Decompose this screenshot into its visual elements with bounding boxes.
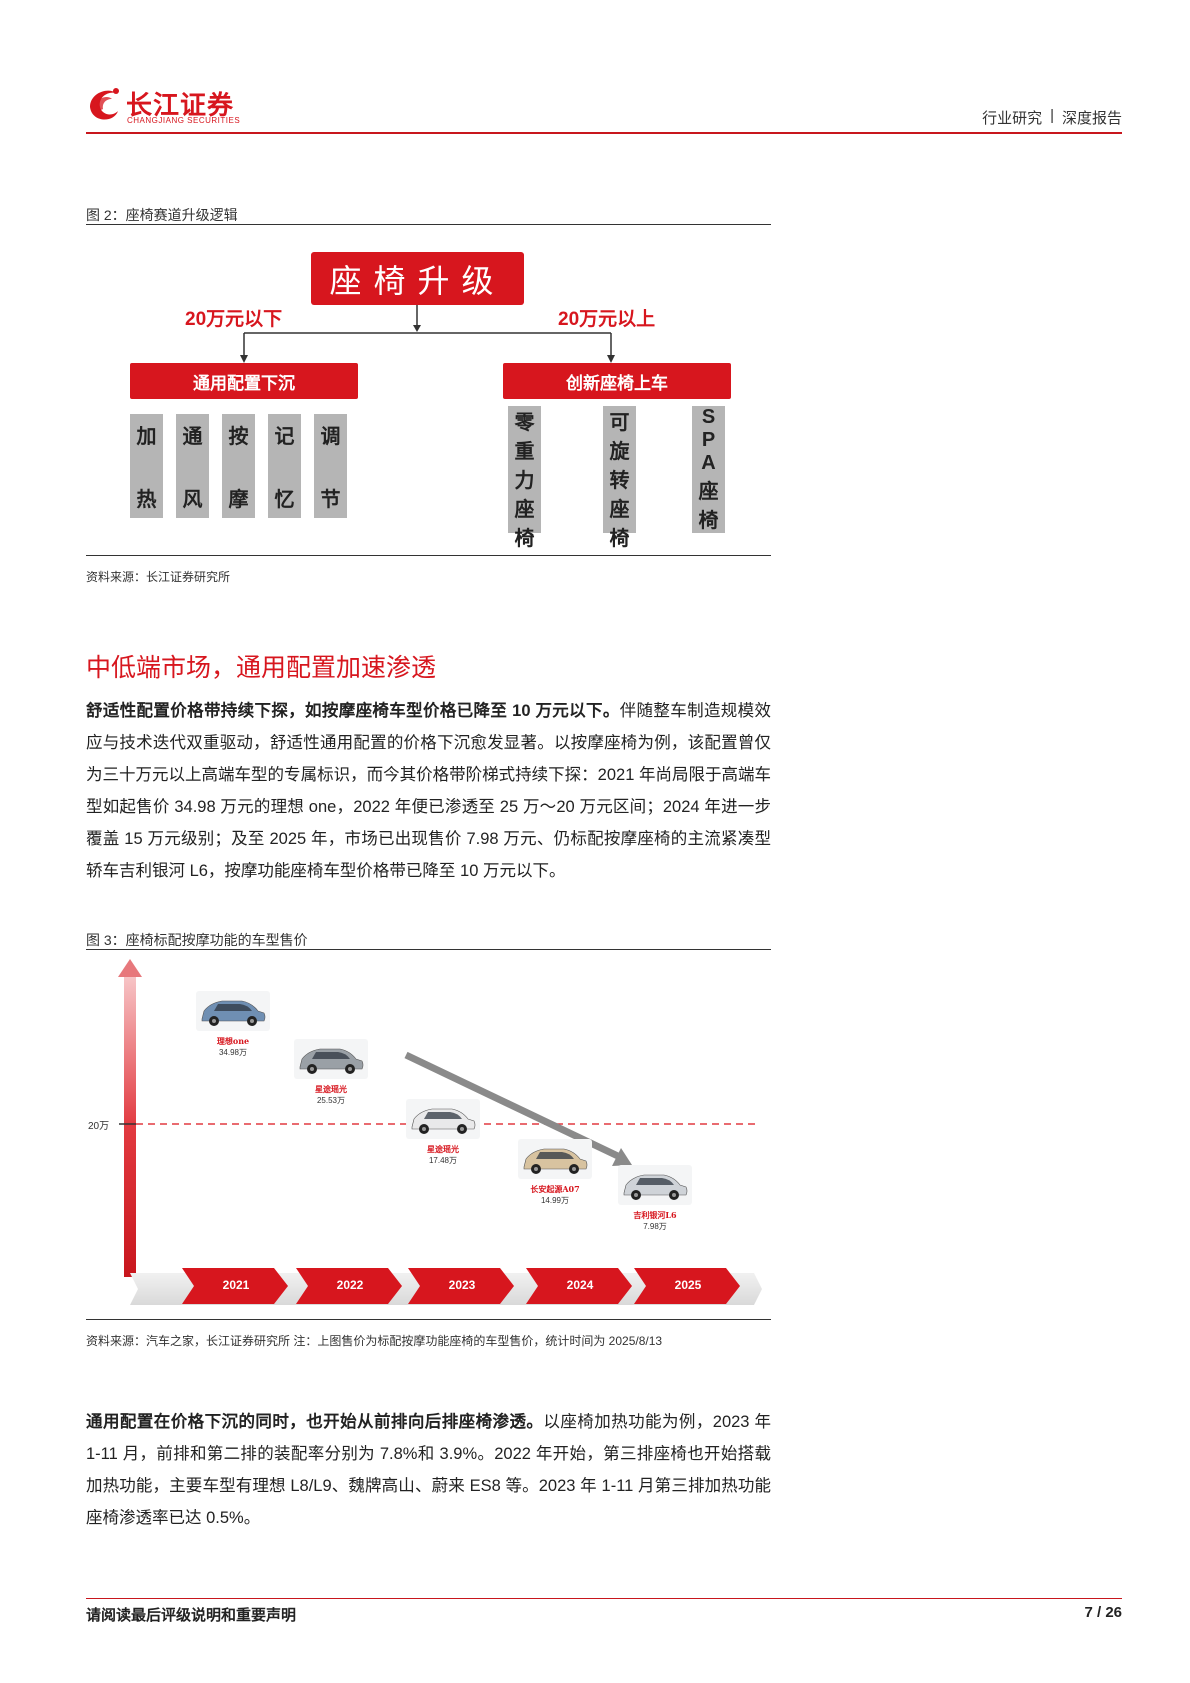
feature-char: 转: [609, 470, 630, 492]
car-price: 34.98万: [218, 1048, 248, 1057]
feature-char: S: [701, 406, 716, 428]
figure2-caption: 图 2：座椅赛道升级逻辑: [86, 207, 238, 223]
price-above-200k: 20万元以上: [558, 309, 656, 330]
car-model: 长安起源A07 14.99万: [518, 1139, 592, 1206]
feature-char: 座: [514, 499, 535, 521]
feature-char: 椅: [698, 510, 719, 532]
paragraph1-body: 伴随整车制造规模效应与技术迭代双重驱动，舒适性通用配置的价格下沉愈发显著。以按摩…: [86, 702, 771, 880]
feature-char: P: [701, 429, 716, 451]
figure2-bottom-rule: [86, 555, 771, 556]
feature-column-adjustment: 调 节: [314, 414, 347, 518]
figure3-source: 资料来源：汽车之家，长江证券研究所 注：上图售价为标配按摩功能座椅的车型售价，统…: [86, 1334, 663, 1348]
feature-char: 可: [609, 412, 630, 434]
feature-column-memory: 记 忆: [268, 414, 301, 518]
zero-gravity-seat-column: 零 重 力 座 椅: [508, 406, 541, 550]
car-model: 星途瑶光 25.53万: [294, 1039, 368, 1106]
car-icon: [518, 1139, 592, 1179]
year-label: 2021: [222, 1278, 250, 1292]
car-icon: [618, 1165, 692, 1205]
car-name: 星途瑶光: [427, 1144, 459, 1154]
header: 长江证券 CHANGJIANG SECURITIES 行业研究 | 深度报告: [86, 85, 1122, 133]
feature-char: 摩: [228, 489, 249, 511]
feature-char: 椅: [514, 528, 535, 550]
year-label: 2024: [566, 1278, 594, 1292]
rotating-seat-column: 可 旋 转 座 椅: [603, 406, 636, 550]
figure2-top-rule: [86, 224, 771, 225]
feature-char: 忆: [274, 489, 295, 511]
feature-char: 座: [609, 499, 630, 521]
car-model: 星途瑶光 17.48万: [406, 1099, 480, 1166]
brand-english: CHANGJIANG SECURITIES: [127, 116, 241, 125]
car-name: 星途瑶光: [315, 1084, 347, 1094]
feature-char: 记: [274, 426, 295, 448]
feature-char: 椅: [609, 528, 630, 550]
footer-divider: [86, 1598, 1122, 1599]
figure2-connectors: [240, 305, 615, 363]
car-price: 25.53万: [316, 1096, 346, 1105]
figure3-bottom-rule: [86, 1319, 771, 1320]
spa-seat-column: S P A 座 椅: [692, 406, 725, 533]
car-price: 14.99万: [540, 1196, 570, 1205]
car-model: 理想one 34.98万: [196, 991, 270, 1058]
feature-char: 热: [136, 489, 157, 511]
report-category: 行业研究 | 深度报告: [982, 107, 1122, 128]
feature-char: 座: [698, 481, 719, 503]
general-config-banner: 通用配置下沉: [130, 363, 358, 399]
feature-column-heating: 加 热: [130, 414, 163, 518]
report-type-label: 深度报告: [1061, 110, 1122, 127]
car-icon: [406, 1099, 480, 1139]
year-chevron: 2023: [408, 1266, 516, 1306]
feature-char: 按: [228, 426, 249, 448]
paragraph2-body: 以座椅加热功能为例，2023 年 1-11 月，前排和第二排的装配率分别为 7.…: [86, 1413, 772, 1527]
year-chevron: 2025: [634, 1266, 742, 1306]
figure2-source: 资料来源：长江证券研究所: [86, 570, 231, 584]
paragraph2-lead: 通用配置在价格下沉的同时，也开始从前排向后排座椅渗透。: [86, 1413, 544, 1431]
seat-upgrade-box: 座椅升级: [311, 252, 524, 305]
page-number: 7 / 26: [1084, 1604, 1122, 1621]
year-chevron: 2024: [526, 1266, 634, 1306]
feature-char: 重: [514, 441, 535, 463]
car-icon: [294, 1039, 368, 1079]
footer-notice: 请阅读最后评级说明和重要声明: [86, 1607, 297, 1624]
feature-char: 零: [514, 412, 535, 434]
paragraph-rear-row-penetration: 通用配置在价格下沉的同时，也开始从前排向后排座椅渗透。以座椅加热功能为例，202…: [86, 1406, 771, 1534]
car-name: 理想one: [216, 1036, 250, 1046]
figure3-top-rule: [86, 949, 771, 950]
car-model: 吉利银河L6 7.98万: [618, 1165, 692, 1232]
car-name: 长安起源A07: [530, 1184, 580, 1194]
company-logo-icon: [90, 88, 119, 120]
price-axis-arrow: [124, 975, 136, 1277]
year-label: 2023: [448, 1278, 476, 1292]
feature-char: A: [701, 452, 716, 474]
category-label: 行业研究: [982, 110, 1043, 127]
threshold-label: 20万: [88, 1121, 110, 1132]
brand-name: 长江证券: [126, 90, 235, 120]
paragraph-price-decline: 舒适性配置价格带持续下探，如按摩座椅车型价格已降至 10 万元以下。伴随整车制造…: [86, 695, 771, 887]
car-name: 吉利银河L6: [633, 1210, 677, 1220]
car-icon: [196, 991, 270, 1031]
year-chevron: 2021: [182, 1266, 290, 1306]
feature-char: 加: [136, 426, 157, 448]
feature-char: 调: [320, 426, 341, 448]
car-price: 7.98万: [643, 1222, 667, 1231]
car-price: 17.48万: [428, 1156, 458, 1165]
feature-column-massage: 按 摩: [222, 414, 255, 518]
feature-column-ventilation: 通 风: [176, 414, 209, 518]
year-chevron: 2022: [296, 1266, 404, 1306]
header-separator: |: [1050, 107, 1054, 124]
feature-char: 风: [182, 489, 203, 511]
header-divider: [86, 132, 1122, 134]
paragraph1-lead: 舒适性配置价格带持续下探，如按摩座椅车型价格已降至 10 万元以下。: [86, 702, 620, 720]
feature-char: 旋: [609, 441, 630, 463]
feature-char: 节: [320, 489, 341, 511]
feature-char: 力: [514, 470, 535, 492]
section-title: 中低端市场，通用配置加速渗透: [86, 654, 437, 682]
year-label: 2022: [336, 1278, 364, 1292]
figure3-caption: 图 3：座椅标配按摩功能的车型售价: [86, 932, 308, 948]
feature-char: 通: [182, 426, 203, 448]
innovative-seat-banner: 创新座椅上车: [503, 363, 731, 399]
year-label: 2025: [674, 1278, 702, 1292]
price-below-200k: 20万元以下: [185, 309, 283, 330]
